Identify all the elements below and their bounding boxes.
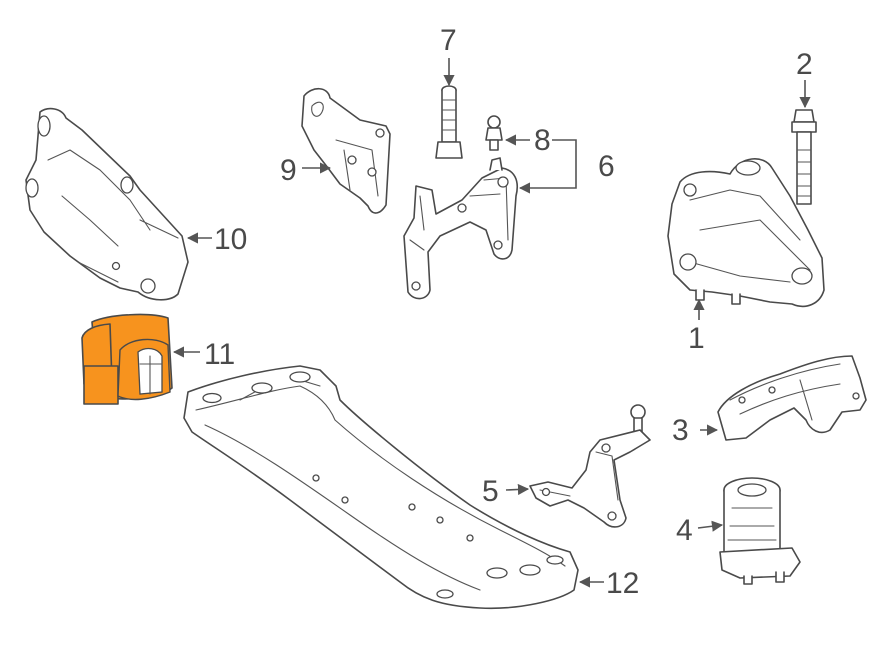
callout-8: 8 [534, 124, 551, 157]
crossmember-part-12 [183, 365, 579, 610]
callout-11: 11 [204, 338, 235, 371]
callout-labels: 1 2 3 4 5 6 7 8 9 10 11 12 [204, 24, 813, 600]
bushing-part-11 [81, 313, 173, 405]
callout-5: 5 [482, 475, 499, 508]
bolt-part-2 [791, 109, 817, 205]
callout-7: 7 [440, 24, 457, 57]
callout-4: 4 [676, 514, 693, 547]
callout-3: 3 [672, 414, 689, 447]
callout-2: 2 [796, 48, 813, 81]
ball-stud-part-8 [485, 115, 503, 151]
callout-6: 6 [598, 150, 615, 183]
stud-part-7 [435, 85, 463, 159]
bracket-part-9 [301, 87, 391, 214]
leader-lines [172, 58, 811, 588]
engine-mount-part-4 [719, 477, 801, 585]
bracket-assembly-part-6 [403, 157, 518, 300]
callout-1: 1 [688, 322, 705, 355]
callout-10: 10 [214, 223, 247, 256]
callout-9: 9 [280, 154, 297, 187]
bracket-part-10 [25, 107, 189, 301]
heat-shield-part-3 [717, 355, 867, 441]
callout-12: 12 [606, 567, 639, 600]
link-bracket-part-5 [529, 404, 651, 528]
